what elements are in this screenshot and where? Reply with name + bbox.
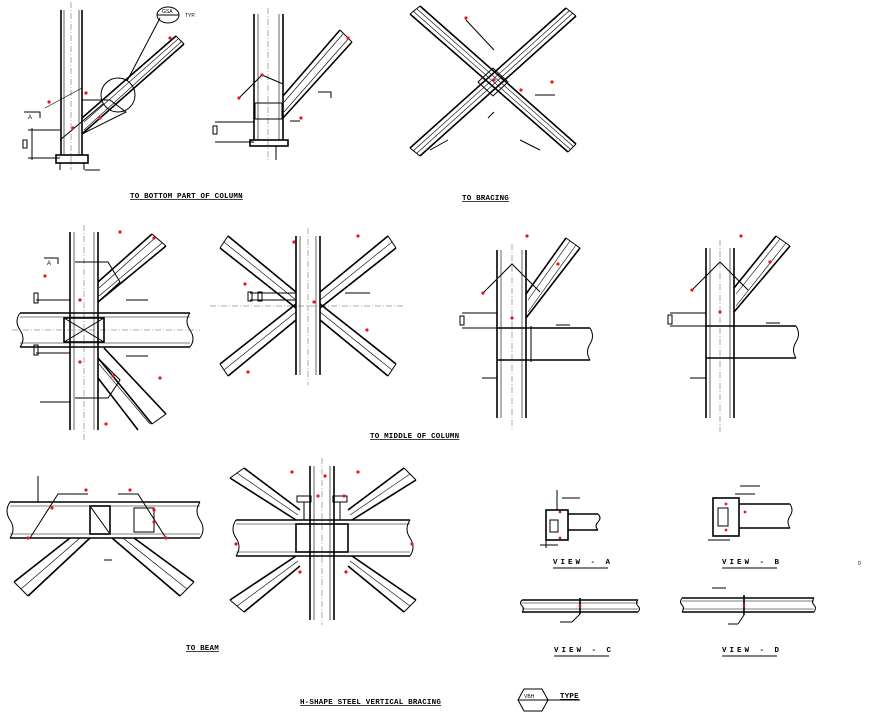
detail-bottom-of-column: GSA TYP. A TO BOTTOM PART OF COLUMN [22, 2, 243, 201]
caption-bottom-of-column: TO BOTTOM PART OF COLUMN [130, 193, 243, 201]
typ-label: TYP. [185, 13, 195, 19]
view-a-label: VIEW - A [553, 559, 613, 567]
view-d: VIEW - D [680, 587, 816, 657]
main-title: H-SHAPE STEEL VERTICAL BRACING [300, 699, 441, 707]
view-b: VIEW - B [708, 485, 793, 569]
stray-mark: 0 [858, 561, 861, 567]
detail-column-beam-brace-2 [667, 234, 799, 432]
detail-to-beam: TO BEAM [6, 476, 219, 653]
view-b-label: VIEW - B [722, 559, 782, 567]
detail-column-brace [212, 8, 353, 160]
detail-bubble-label: GSA [162, 9, 173, 15]
section-mark-a-2: A [47, 261, 51, 267]
section-mark-a: A [28, 115, 32, 121]
title-block: H-SHAPE STEEL VERTICAL BRACING VBH TYPE [300, 688, 580, 712]
view-c: VIEW - C [520, 598, 640, 657]
type-label: TYPE [560, 693, 579, 701]
type-badge-label: VBH [524, 694, 535, 700]
view-d-label: VIEW - D [722, 647, 782, 655]
caption-middle-of-column: TO MIDDLE OF COLUMN [370, 433, 459, 441]
detail-x-through-column [210, 228, 405, 385]
caption-to-beam: TO BEAM [186, 645, 219, 653]
detail-to-bracing: TO BRACING [409, 5, 577, 203]
detail-column-beam-brace-1: TO MIDDLE OF COLUMN [370, 234, 593, 441]
view-a: VIEW - A [540, 490, 613, 569]
detail-beam-column-x [229, 458, 417, 625]
view-c-label: VIEW - C [554, 647, 614, 655]
caption-to-bracing: TO BRACING [462, 195, 509, 203]
detail-middle-column-beam: A [12, 225, 200, 440]
